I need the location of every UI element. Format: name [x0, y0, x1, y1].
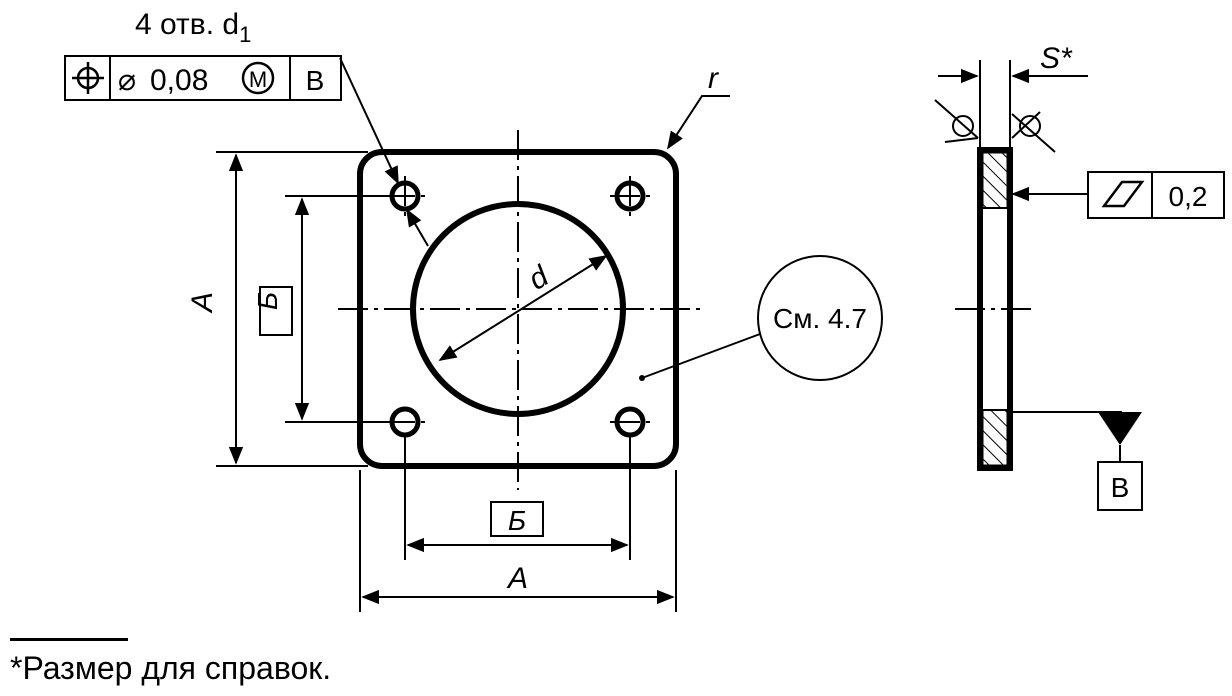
side-view [938, 60, 1088, 471]
note-reference-bubble [757, 255, 883, 381]
position-tolerance-leader [339, 57, 399, 185]
datum-label: В [1111, 472, 1130, 503]
note-reference-leader [641, 333, 761, 379]
note-reference-label: См. 4.7 [773, 303, 867, 334]
radius-label: r [708, 62, 719, 95]
dim-box-vertical-b [259, 286, 293, 336]
radius-leader [667, 95, 730, 150]
position-tolerance-frame: ⌀ 0,08 M В [64, 55, 342, 101]
footnote: *Размер для справок. [10, 650, 332, 686]
flatness-value: 0,2 [1169, 181, 1208, 212]
note-reference-dot [639, 375, 645, 381]
footnote-rule [10, 638, 128, 641]
hole-dimension-tick [406, 208, 429, 247]
extension-lines [216, 151, 677, 612]
surface-finish-left-icon [934, 99, 979, 143]
dim-label-vertical-a: А [186, 292, 219, 314]
bore-diameter-leader [438, 255, 608, 361]
bolt-hole-bottom-right [614, 406, 646, 438]
dim-box-horizontal-b [490, 501, 544, 537]
datum-triangle-icon [1098, 412, 1142, 445]
dim-label-horizontal-b: Б [508, 505, 526, 536]
position-datum: В [306, 65, 325, 96]
position-value: 0,08 [150, 64, 208, 97]
thickness-label: S* [1040, 42, 1073, 75]
dim-label-horizontal-a: А [506, 562, 528, 595]
bolt-hole-top-right [614, 180, 646, 212]
position-icon [72, 62, 104, 94]
surface-finish-right-icon [1011, 111, 1056, 153]
position-diameter-symbol: ⌀ [118, 64, 136, 97]
flatness-tolerance-frame: 0,2 [1087, 171, 1225, 219]
datum-feature: В [1010, 411, 1143, 511]
dim-label-vertical-b: Б [252, 292, 283, 310]
holes-label: 4 отв. d1 [135, 8, 251, 47]
mmc-modifier-label: M [249, 67, 267, 92]
central-bore [410, 201, 626, 417]
flatness-icon [1101, 180, 1145, 208]
mmc-modifier-icon [241, 61, 275, 95]
